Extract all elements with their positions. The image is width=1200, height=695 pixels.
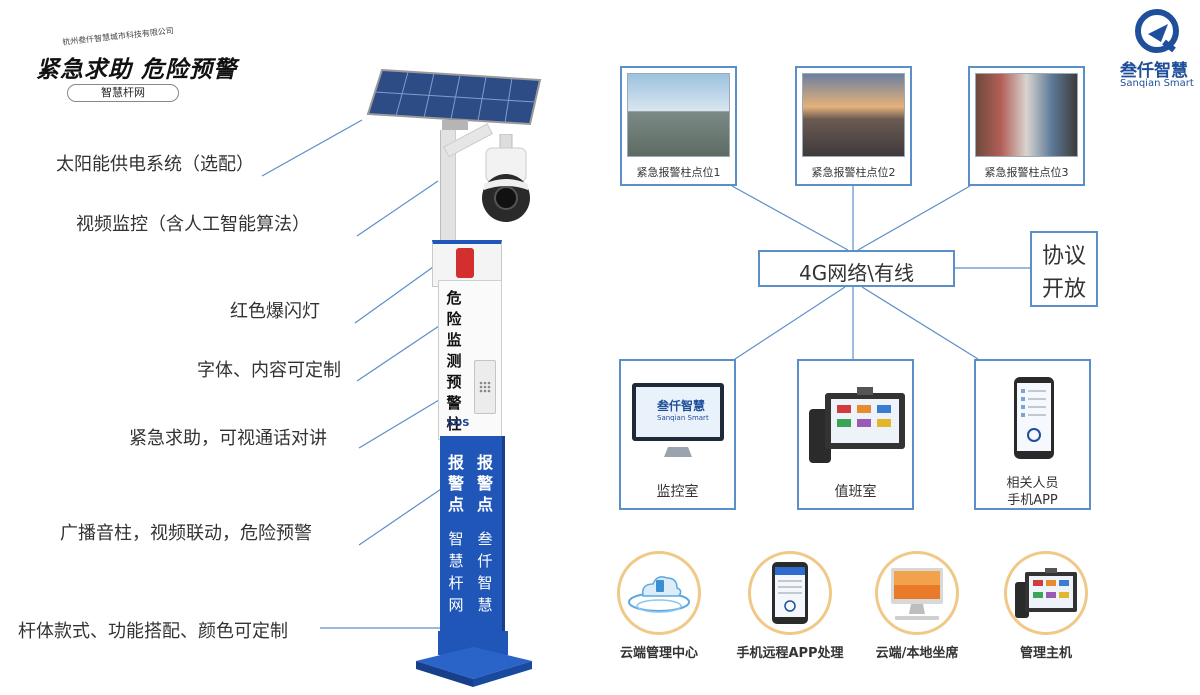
logo-cn-text: 叁仟智慧 bbox=[1120, 61, 1188, 81]
mobile-app-circle[interactable] bbox=[748, 551, 832, 635]
point-caption-2: 紧急报警柱点位2 bbox=[811, 166, 896, 179]
header: 杭州叁仟智慧城市科技有限公司 紧急求助 危险预警 智慧杆网 bbox=[20, 20, 240, 110]
protocol-line-2: 开放 bbox=[1041, 277, 1086, 302]
sos-label: SOS bbox=[446, 418, 470, 429]
point-box-3[interactable]: 紧急报警柱点位3 bbox=[968, 66, 1085, 186]
pole-base-icon bbox=[416, 631, 532, 687]
protocol-line-1: 协议 bbox=[1041, 244, 1086, 269]
terminal-label-monitoring-room: 监控室 bbox=[656, 484, 699, 500]
terminal-label-app-line2: 手机APP bbox=[1007, 493, 1058, 508]
red-strobe-light bbox=[456, 248, 474, 278]
point-photo-factory bbox=[627, 73, 730, 157]
host-label: 管理主机 bbox=[1019, 646, 1072, 661]
smartphone-icon bbox=[1014, 377, 1054, 459]
feature-broadcast: 广播音柱，视频联动，危险预警 bbox=[60, 523, 312, 544]
host-circle[interactable] bbox=[1004, 551, 1088, 635]
solar-panel-icon bbox=[366, 68, 542, 130]
desk-seat-circle[interactable] bbox=[875, 551, 959, 635]
logo-mark-icon bbox=[1135, 9, 1179, 53]
feature-video: 视频监控（含人工智能算法） bbox=[76, 214, 310, 235]
desktop-computer-icon bbox=[891, 568, 943, 620]
terminal-mobile-app[interactable]: 相关人员 手机APP bbox=[974, 359, 1091, 510]
pole-blue-body bbox=[440, 436, 505, 636]
feature-solar: 太阳能供电系统（选配） bbox=[56, 154, 254, 175]
company-small-text: 杭州叁仟智慧城市科技有限公司 bbox=[61, 26, 175, 47]
terminal-duty-room[interactable]: 值班室 bbox=[797, 359, 914, 510]
point-box-2[interactable]: 紧急报警柱点位2 bbox=[795, 66, 912, 186]
monitor-logo-cn: 叁仟智慧 bbox=[657, 399, 706, 413]
mobile-phone-icon bbox=[772, 562, 808, 624]
intercom-unit bbox=[474, 360, 496, 414]
page-title: 紧急求助 危险预警 bbox=[36, 57, 238, 83]
brand-logo: 叁仟智慧 Sanqian Smart bbox=[1118, 8, 1194, 89]
pole-label-right-bottom: 叁仟智慧 bbox=[477, 530, 493, 614]
point-box-1[interactable]: 紧急报警柱点位1 bbox=[620, 66, 737, 186]
mobile-app-label: 手机远程APP处理 bbox=[736, 646, 844, 661]
desk-seat-label: 云端/本地坐席 bbox=[875, 646, 959, 661]
terminal-label-app-line1: 相关人员 bbox=[1006, 476, 1059, 491]
logo-en-text: Sanqian Smart bbox=[1120, 78, 1194, 89]
cloud-icon bbox=[628, 576, 690, 613]
dome-camera-icon bbox=[482, 134, 530, 222]
terminal-label-duty-room: 值班室 bbox=[834, 484, 877, 500]
management-host-icon bbox=[1015, 568, 1077, 618]
monitor-icon bbox=[632, 383, 724, 457]
point-photo-street bbox=[975, 73, 1078, 157]
alarm-pole: 危险监测预警柱 SOS 报警点 报警点 智慧杆网 叁仟智慧 bbox=[360, 68, 550, 693]
protocol-open-box: 协议 开放 bbox=[1030, 231, 1098, 307]
network-hub-box: 4G网络\有线 bbox=[758, 250, 955, 287]
pole-label-left-bottom: 智慧杆网 bbox=[448, 530, 464, 614]
subtitle-badge: 智慧杆网 bbox=[67, 84, 179, 102]
point-caption-1: 紧急报警柱点位1 bbox=[636, 166, 721, 179]
feature-custom-text: 字体、内容可定制 bbox=[197, 360, 341, 381]
network-hub-label: 4G网络\有线 bbox=[799, 261, 914, 285]
point-caption-3: 紧急报警柱点位3 bbox=[984, 166, 1069, 179]
speaker-grille-icon bbox=[479, 381, 491, 393]
pole-label-right-top: 报警点 bbox=[476, 453, 493, 514]
monitor-logo-en: Sanqian Smart bbox=[657, 414, 709, 422]
pole-panel-text: 危险监测预警柱 bbox=[446, 289, 462, 433]
feature-strobe-light: 红色爆闪灯 bbox=[230, 301, 320, 322]
feature-customizable: 杆体款式、功能搭配、颜色可定制 bbox=[18, 621, 288, 642]
feature-emergency-call: 紧急求助，可视通话对讲 bbox=[129, 428, 327, 449]
desk-console-icon bbox=[809, 387, 905, 463]
cloud-center-circle[interactable] bbox=[617, 551, 701, 635]
point-photo-city-skyline bbox=[802, 73, 905, 157]
pole-label-left-top: 报警点 bbox=[447, 453, 464, 514]
terminal-monitoring-room[interactable]: 叁仟智慧 Sanqian Smart 监控室 bbox=[619, 359, 736, 510]
cloud-center-label: 云端管理中心 bbox=[619, 646, 698, 661]
